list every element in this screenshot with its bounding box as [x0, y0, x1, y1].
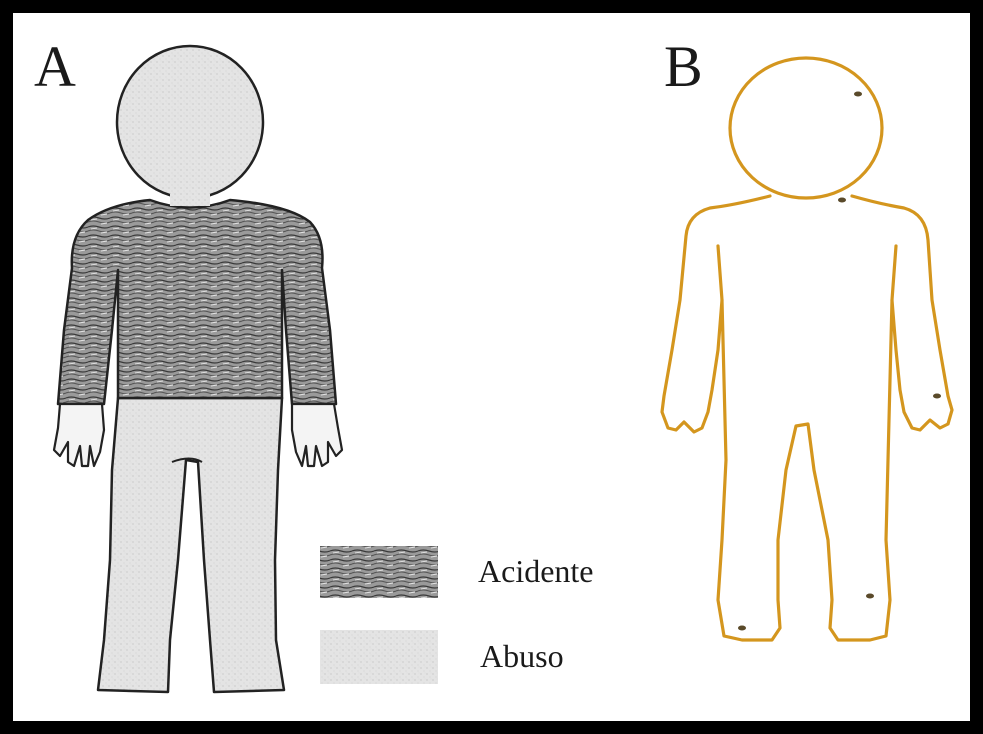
- figure-a-right-hand: [292, 404, 342, 466]
- figure-b-outline: [662, 196, 952, 640]
- legend-swatch-acidente: [320, 546, 438, 598]
- figure-a-torso: [58, 200, 336, 404]
- legend-label-abuso: Abuso: [480, 640, 564, 672]
- figure-b-body: [662, 58, 952, 640]
- figure-a-head: [117, 46, 263, 198]
- figure-a-left-hand: [54, 404, 104, 466]
- mark-head: [854, 92, 862, 97]
- figure-b-marks: [738, 92, 941, 631]
- legend-label-acidente: Acidente: [478, 555, 594, 587]
- mark-left-foot: [738, 626, 746, 631]
- mark-right-foot: [866, 594, 874, 599]
- figure-a-body: [54, 46, 342, 692]
- legend-swatch-abuso: [320, 630, 438, 684]
- mark-neck: [838, 198, 846, 203]
- figure-a-legs: [98, 398, 284, 692]
- mark-right-hand: [933, 394, 941, 399]
- figure-b-head: [730, 58, 882, 198]
